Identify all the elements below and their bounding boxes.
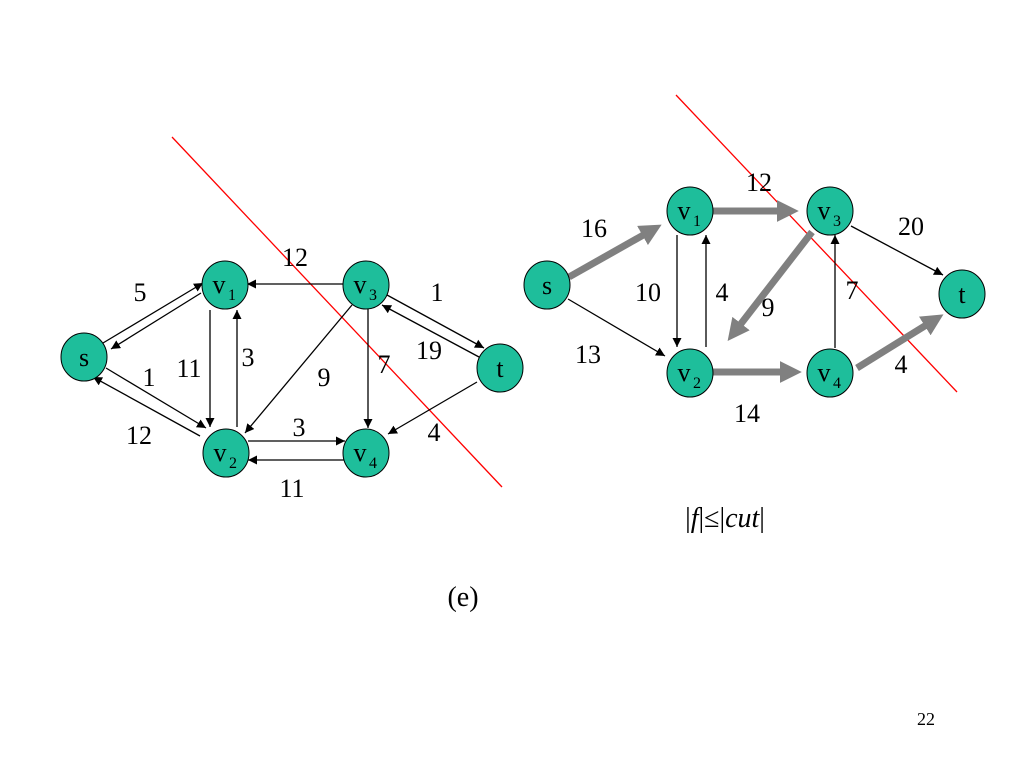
edge-v3-t	[850, 225, 944, 276]
svg-text:v: v	[354, 438, 367, 467]
edge-v2-s	[92, 376, 201, 437]
label-v2-v4: 14	[734, 399, 760, 428]
right-cut-line	[675, 94, 958, 393]
label-v2-v4: 3	[293, 413, 306, 442]
node-v1: v 1	[201, 260, 249, 310]
label-s-v1: 16	[581, 214, 607, 243]
svg-text:v: v	[678, 358, 691, 387]
svg-text:1: 1	[693, 213, 701, 230]
svg-text:2: 2	[229, 455, 237, 472]
label-t-v4: 4	[428, 418, 441, 447]
node-v2: v 2	[202, 428, 250, 478]
label-v1-v2: 11	[176, 354, 201, 383]
label-v3-v4: 7	[378, 350, 391, 379]
label-v3-v2: 9	[762, 293, 775, 322]
flow-edge-v4-t	[855, 314, 944, 371]
figure-caption: (e)	[447, 582, 478, 613]
svg-text:t: t	[958, 280, 966, 309]
svg-text:4: 4	[369, 455, 377, 472]
label-v1-v2: 10	[635, 278, 661, 307]
node-v1: v 1	[666, 186, 714, 236]
svg-text:3: 3	[833, 213, 841, 230]
label-s-v1: 5	[134, 278, 147, 307]
node-t: t	[476, 343, 524, 393]
node-v2: v 2	[666, 348, 714, 398]
label-v2-v1: 4	[716, 278, 729, 307]
label-v1-v3: 12	[746, 168, 772, 197]
label-v3-t: 20	[898, 212, 924, 241]
flow-edge-s-v1	[567, 224, 662, 281]
svg-text:s: s	[79, 343, 89, 372]
svg-text:v: v	[678, 196, 691, 225]
svg-text:3: 3	[369, 287, 377, 304]
label-v3-v1: 12	[282, 243, 308, 272]
node-v4: v 4	[806, 348, 854, 398]
label-v3-t: 1	[431, 278, 444, 307]
edge-v3-t	[386, 294, 485, 349]
label-v3-v2: 9	[318, 363, 331, 392]
node-s: s	[523, 260, 571, 310]
svg-text:2: 2	[693, 375, 701, 392]
svg-text:t: t	[496, 354, 504, 383]
node-v3: v 3	[806, 186, 854, 236]
edge-t-v3	[381, 304, 480, 358]
flow-edge-v3-v2	[727, 229, 815, 341]
svg-text:v: v	[213, 270, 226, 299]
label-v4-v2: 11	[279, 474, 304, 503]
svg-text:v: v	[818, 358, 831, 387]
label-s-v2: 13	[575, 340, 601, 369]
node-v3: v 3	[342, 260, 390, 310]
left-cut-line	[171, 136, 503, 488]
node-t: t	[938, 269, 986, 319]
edge-v3-v2	[244, 304, 353, 434]
label-v2-v1: 3	[242, 343, 255, 372]
svg-text:v: v	[354, 270, 367, 299]
edge-s-v1	[102, 282, 204, 344]
node-v4: v 4	[342, 428, 390, 478]
page-number: 22	[917, 709, 935, 729]
label-t-v3: 19	[416, 336, 442, 365]
svg-text:v: v	[214, 438, 227, 467]
svg-text:1: 1	[228, 287, 236, 304]
edge-t-v4	[387, 381, 478, 435]
label-v4-t: 4	[895, 350, 908, 379]
edge-s-v2	[105, 367, 207, 429]
svg-text:s: s	[542, 271, 552, 300]
svg-text:v: v	[818, 196, 831, 225]
label-s-v2: 12	[126, 421, 152, 450]
label-v2-s: 1	[143, 363, 156, 392]
node-s: s	[60, 332, 108, 382]
label-v4-v3: 7	[846, 276, 859, 305]
edge-v1-s	[110, 292, 202, 350]
svg-text:4: 4	[833, 375, 841, 392]
left-residual-graph: s v 1 v 2 v 3 v 4 t 5 1 12 11	[60, 136, 524, 503]
flow-cut-inequality: |f|≤|cut|	[685, 503, 765, 534]
edge-s-v2	[567, 298, 666, 357]
right-flow-network: s v 1 v 2 v 3 v 4 t 16 13 12 10	[523, 94, 986, 534]
